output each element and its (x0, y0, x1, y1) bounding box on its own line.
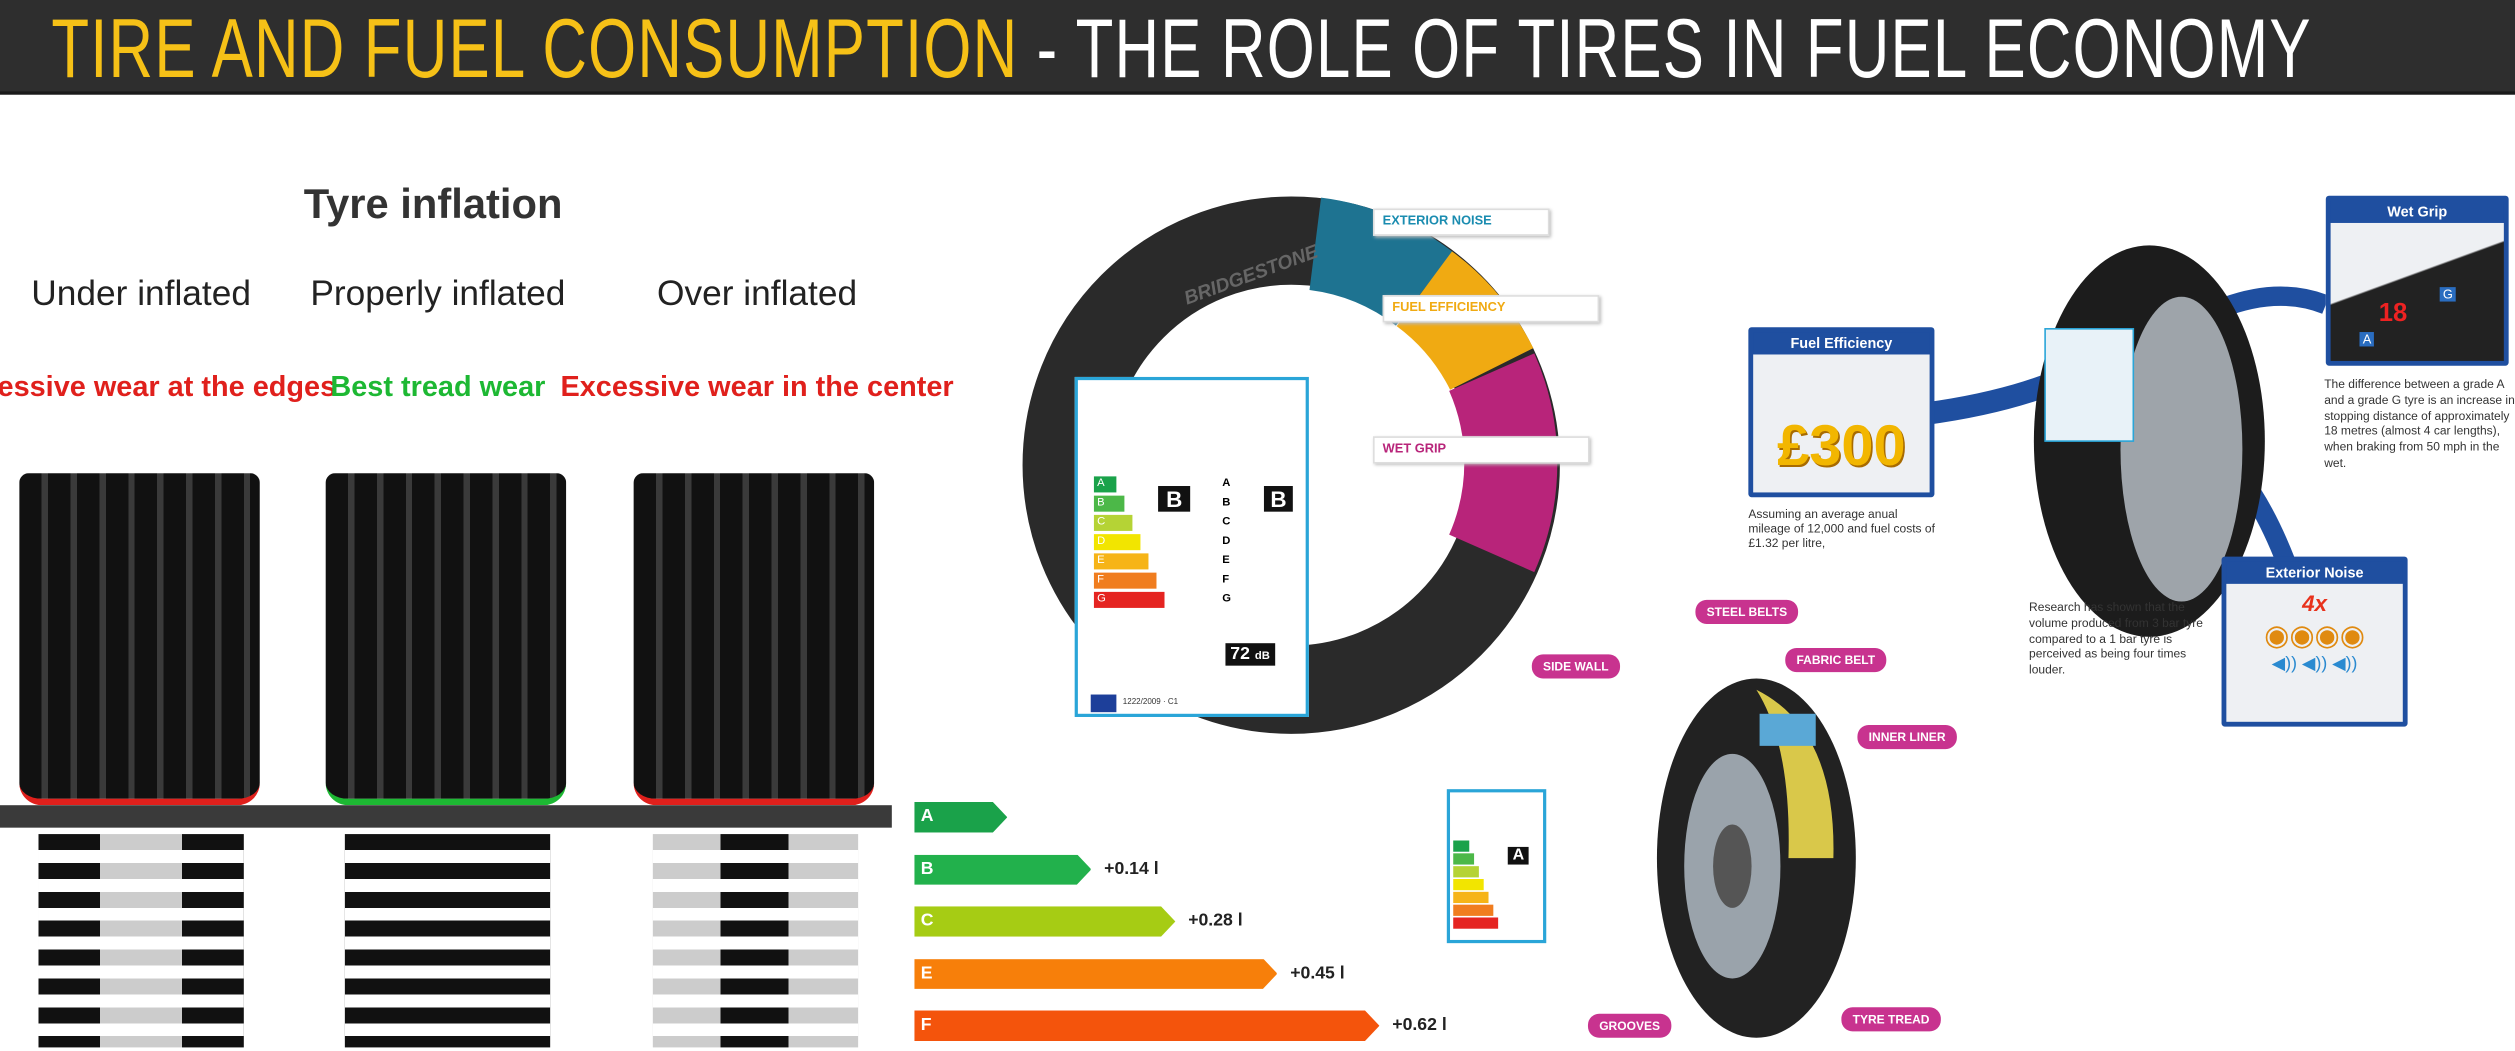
inflation-column-subtitle: Excessive wear at the edges (0, 370, 337, 403)
fuel-efficiency-title: Fuel Efficiency (1753, 332, 1930, 355)
fuel-grade-row: B (1093, 495, 1125, 512)
wet-grade-row: E (1222, 554, 1230, 567)
fuel-grade-row: A (1093, 476, 1117, 493)
wet-grade-row: G (1222, 593, 1231, 605)
mini-grade-row (1453, 866, 1479, 878)
wet-grade-row: F (1222, 574, 1230, 586)
regulation-text: 1222/2009 · C1 (1122, 697, 1179, 708)
label-wet-grip: WET GRIP (1373, 436, 1590, 463)
mini-fuel-label: A (1446, 789, 1547, 944)
page-title: TIRE AND FUEL CONSUMPTION - THE ROLE OF … (51, 3, 2312, 95)
anatomy-label: SIDE WALL (1531, 654, 1620, 679)
wet-grip-text: The difference between a grade A and a g… (2324, 376, 2515, 470)
inflation-column-subtitle: Best tread wear (330, 370, 546, 403)
wet-grade-row: C (1222, 516, 1231, 528)
header-banner: TIRE AND FUEL CONSUMPTION - THE ROLE OF … (0, 0, 2515, 95)
tyre-profile-image (325, 473, 567, 806)
fuel-segment (1395, 251, 1534, 391)
fuel-grade-row: F (1093, 572, 1157, 589)
fuel-grade-row: C (1093, 514, 1133, 531)
inflation-column-subtitle: Excessive wear in the center (560, 370, 954, 403)
tyre-with-label-image (1924, 245, 2326, 637)
noise-badge: 72 dB (1225, 643, 1275, 666)
anatomy-label: GROOVES (1587, 1013, 1672, 1038)
mini-grade-badge: A (1507, 846, 1529, 865)
wet-grade-row: A (1222, 477, 1231, 490)
noise-multiplier: 4x (2302, 590, 2328, 616)
tyre-profile-image (633, 473, 875, 806)
tread-wear-pattern (344, 834, 551, 1048)
mini-grade-row (1453, 853, 1475, 865)
grade-a-marker: A (2359, 332, 2375, 347)
fuel-bar-a: A (914, 802, 1007, 832)
fuel-grade-badge: B (1158, 486, 1191, 512)
grade-g-marker: G (2439, 287, 2457, 302)
tread-wear-pattern (38, 834, 244, 1048)
fuel-bar-value: +0.28 l (1188, 911, 1243, 931)
mini-grade-row (1453, 878, 1484, 891)
ground-line (0, 805, 892, 828)
fuel-grade-row: G (1093, 591, 1165, 608)
fuel-bar-f: F (914, 1011, 1379, 1041)
inflation-heading: Tyre inflation (303, 179, 563, 228)
tyre-anatomy-image (1656, 678, 1856, 1038)
exterior-noise-text: Research has shown that the volume produ… (2029, 599, 2203, 678)
fuel-bar-value: +0.62 l (1392, 1015, 1447, 1035)
tread-wear-pattern (652, 834, 859, 1048)
inflation-column-title: Properly inflated (310, 272, 566, 313)
sound-icons: ◀)) ◀)) ◀)) (2271, 654, 2358, 674)
wet-grip-title: Wet Grip (2330, 200, 2504, 223)
fuel-grade-row: E (1093, 553, 1149, 570)
fuel-efficiency-box: Fuel Efficiency £300 (1748, 327, 1935, 498)
stopping-distance: 18 (2378, 299, 2408, 328)
fuel-bar-value: +0.45 l (1290, 963, 1345, 983)
fuel-saving-amount: £300 (1777, 412, 1906, 478)
wet-grip-box: Wet Grip 18 A G (2325, 195, 2509, 366)
fuel-bar-value: +0.14 l (1104, 858, 1159, 879)
anatomy-label: STEEL BELTS (1695, 599, 1799, 624)
anatomy-label: FABRIC BELT (1785, 648, 1887, 673)
fuel-bar-c: C (914, 906, 1175, 936)
mini-grade-row (1453, 840, 1470, 852)
wet-grade-row: B (1222, 497, 1231, 509)
anatomy-label: INNER LINER (1857, 725, 1957, 750)
eu-flag-icon (1090, 694, 1117, 713)
exterior-noise-box: Exterior Noise 4x ◉◉◉◉ ◀)) ◀)) ◀)) (2221, 556, 2408, 727)
label-fuel-efficiency: FUEL EFFICIENCY (1382, 295, 1600, 322)
mini-grade-row (1453, 904, 1494, 916)
noise-segment (1308, 197, 1453, 327)
fuel-bar-b: B (914, 854, 1091, 884)
fuel-grade-row: D (1093, 534, 1141, 551)
wet-grade-row: D (1222, 535, 1231, 547)
inflation-column-title: Under inflated (31, 272, 252, 313)
fuel-efficiency-text: Assuming an average anual mileage of 12,… (1748, 506, 1935, 551)
inflation-column-title: Over inflated (657, 272, 858, 313)
wet-grade-badge: B (1263, 486, 1294, 512)
label-exterior-noise: EXTERIOR NOISE (1373, 208, 1550, 235)
exterior-noise-title: Exterior Noise (2226, 561, 2403, 584)
tyre-profile-image (19, 473, 260, 806)
speakers-icon: ◉◉◉◉ (2264, 619, 2365, 652)
fuel-bar-e: E (914, 958, 1277, 988)
mini-grade-row (1453, 917, 1499, 929)
anatomy-label: TYRE TREAD (1841, 1007, 1941, 1032)
mini-grade-row (1453, 891, 1489, 904)
